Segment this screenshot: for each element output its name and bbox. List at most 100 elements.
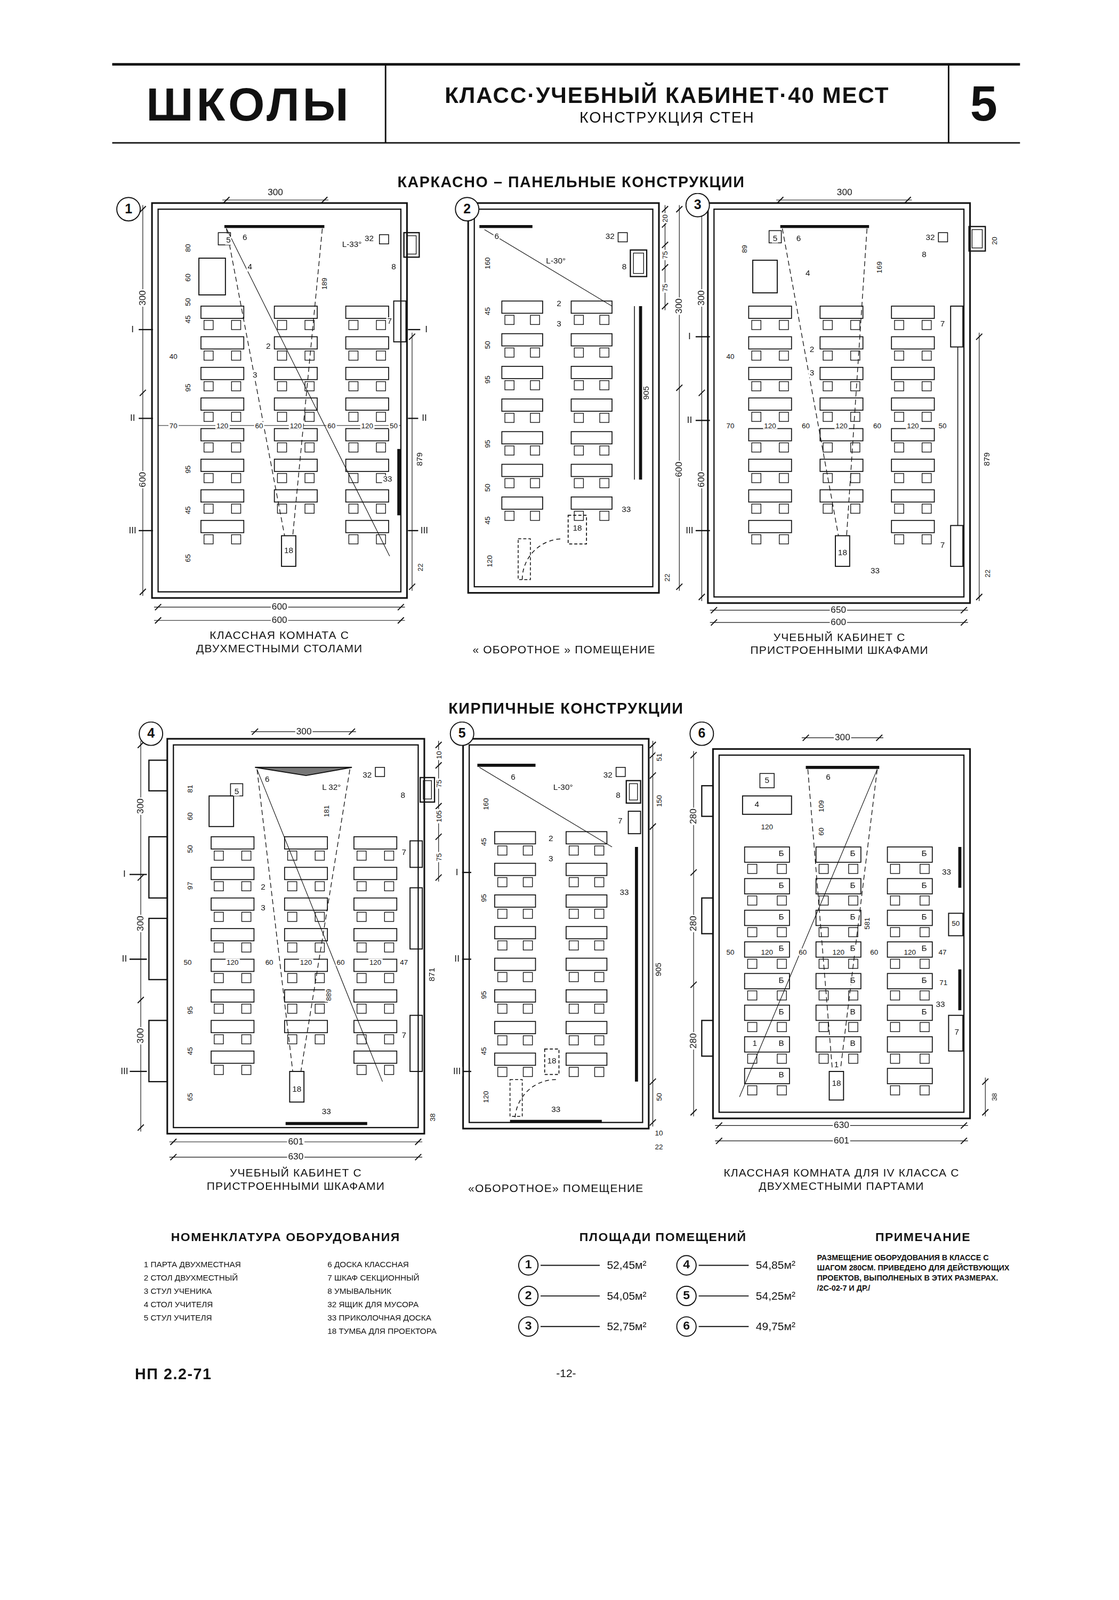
furniture-outline [816,846,861,863]
furniture-outline [751,350,761,360]
drawing-line [540,1264,600,1266]
furniture-outline [200,306,244,319]
furniture-outline [719,754,964,1113]
drawing-line [415,1153,422,1160]
furniture-outline [214,881,224,891]
drawing-line [960,606,967,613]
drawing-line [484,229,613,306]
furniture-outline [569,845,579,855]
drawing-label: 60 [800,421,811,429]
furniture-outline [315,1003,325,1013]
furniture-outline [713,208,964,597]
furniture-outline [748,428,792,441]
furniture-outline [920,990,930,1000]
furniture-outline [357,972,367,982]
plan-caption: КЛАССНАЯ КОМНАТА С ДВУХМЕСТНЫМИ СТОЛАМИ [182,628,377,655]
circle-number: 3 [694,197,702,213]
furniture-outline [570,464,613,477]
furniture-outline [357,942,367,952]
furniture-outline [574,347,584,357]
furniture-outline [819,428,863,441]
drawing-line [676,384,683,391]
drawing-line [676,583,683,590]
drawing-line [649,1119,656,1125]
furniture-outline [214,972,224,982]
drawing-label: 95 [183,464,191,475]
furniture-outline [570,496,613,510]
drawing-label: 601 [832,1135,851,1145]
drawing-label: 18 [836,548,849,557]
drawing-line [960,1122,967,1129]
drawing-label: 33 ПРИКОЛОЧНАЯ ДОСКА [326,1313,433,1322]
furniture-outline [277,412,287,422]
drawing-label: 280 [688,807,698,825]
furniture-outline [523,1003,533,1013]
furniture-outline [148,918,167,980]
title-text: ШКОЛЫ [146,77,352,132]
drawing-line [978,332,980,601]
furniture-outline [744,972,790,989]
drawing-line [807,769,833,1070]
furniture-outline [204,412,214,422]
furniture-outline [850,381,860,391]
drawing-line [690,751,697,758]
furniture-outline [494,863,536,876]
drawing-line [137,996,144,1003]
furniture-outline [345,428,389,441]
drawing-label: 33 [869,567,881,576]
furniture-outline [617,232,627,242]
drawing-label: 4 [246,263,254,272]
furniture-outline [501,464,543,477]
furniture-outline [570,300,613,313]
furniture-outline [616,767,626,777]
furniture-outline [241,881,251,891]
circle-number: 5 [682,1288,690,1303]
furniture-outline [779,381,789,391]
drawing-line [407,529,418,531]
drawing-line [252,728,259,735]
furniture-outline [938,232,948,242]
furniture-outline [752,260,778,293]
furniture-outline [348,534,358,544]
furniture-outline [409,840,423,868]
room-plan: УЧЕБНЫЙ КАБИНЕТ С ПРИСТРОЕННЫМИ ШКАФАМИ [173,744,418,1127]
furniture-outline [200,397,244,410]
furniture-outline [211,1050,254,1064]
drawing-label: 2 [555,300,562,309]
furniture-outline [501,366,543,379]
drawing-label: 3 [547,854,554,863]
furniture-outline [384,1064,394,1074]
drawing-line [639,306,643,480]
furniture-outline [894,473,904,483]
drawing-label: I [454,867,460,877]
drawing-label: 3 [555,320,562,329]
furniture-outline [497,940,507,950]
furniture-outline [384,942,394,952]
drawing-label: В [777,1071,786,1080]
furniture-outline [574,445,584,455]
furniture-outline [353,1050,397,1064]
drawing-label: II [420,413,428,423]
drawing-label: 60 [264,958,275,966]
furniture-outline [569,940,579,950]
drawing-label: -12- [554,1367,577,1379]
furniture-outline [742,795,792,814]
drawing-label: 10 [435,749,442,760]
furniture-outline [566,831,608,844]
furniture-outline [744,1036,790,1052]
furniture-outline [231,534,241,544]
furniture-outline [501,333,543,346]
circle-number: 2 [525,1288,533,1303]
furniture-outline [950,306,963,348]
drawing-label: II [686,415,694,425]
furniture-outline [747,959,757,969]
drawing-label: 33 [620,505,632,514]
drawing-label: Б [849,976,857,985]
drawing-line [958,969,962,1011]
drawing-line [711,606,718,613]
drawing-label: 109 [817,798,825,813]
furniture-outline [497,1035,507,1045]
furniture-outline [887,1036,933,1052]
furniture-outline [214,911,224,921]
drawing-label: 280 [688,914,698,932]
